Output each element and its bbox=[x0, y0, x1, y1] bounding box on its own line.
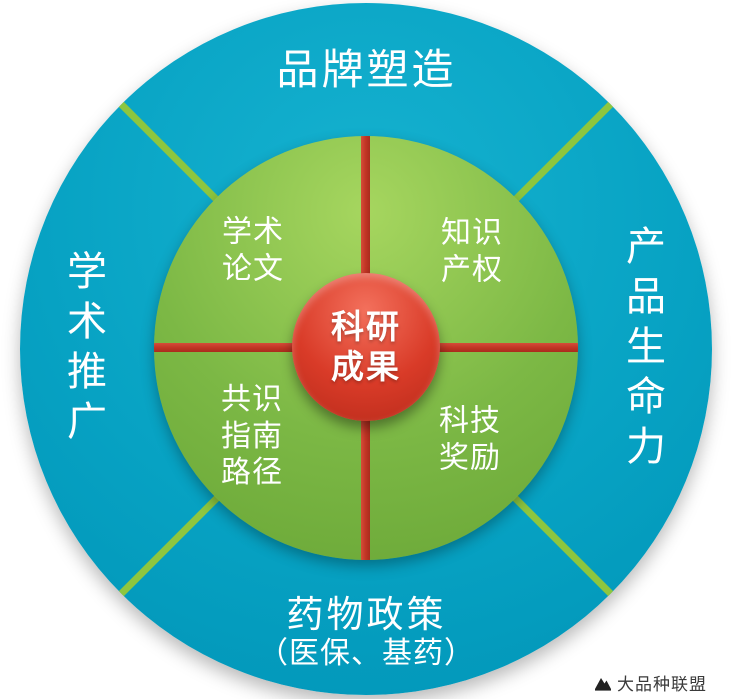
outer-label-academic-promotion: 学术推广 bbox=[60, 249, 106, 450]
outer-ring-divider-lines bbox=[112, 95, 620, 603]
divider-line-bottom-right bbox=[504, 487, 620, 603]
quadrant-label-consensus-guidelines: 共识 指南 路径 bbox=[221, 382, 283, 491]
quadrant-label-academic-papers: 学术 论文 bbox=[222, 214, 284, 286]
quadrant-label-tech-awards: 科技 奖励 bbox=[439, 403, 501, 475]
divider-line-bottom-left bbox=[112, 487, 228, 603]
alliance-logo-icon bbox=[595, 677, 611, 691]
watermark: 大品种联盟 bbox=[594, 670, 707, 695]
watermark-label: 大品种联盟 bbox=[617, 675, 707, 695]
divider-line-top-right bbox=[504, 95, 620, 211]
outer-label-brand-building: 品牌塑造 bbox=[276, 45, 457, 94]
outer-label-product-vitality: 产品生命力 bbox=[619, 224, 665, 475]
outer-label-drug-policy: 药物政策 bbox=[286, 593, 447, 636]
divider-line-top-left bbox=[112, 95, 228, 211]
quadrant-label-intellectual-property: 知识 产权 bbox=[441, 215, 503, 287]
center-label: 科研 成果 bbox=[331, 307, 401, 386]
center-circle: 科研 成果 bbox=[292, 273, 440, 421]
outer-label-drug-policy-sub: （医保、基药） bbox=[258, 636, 475, 671]
